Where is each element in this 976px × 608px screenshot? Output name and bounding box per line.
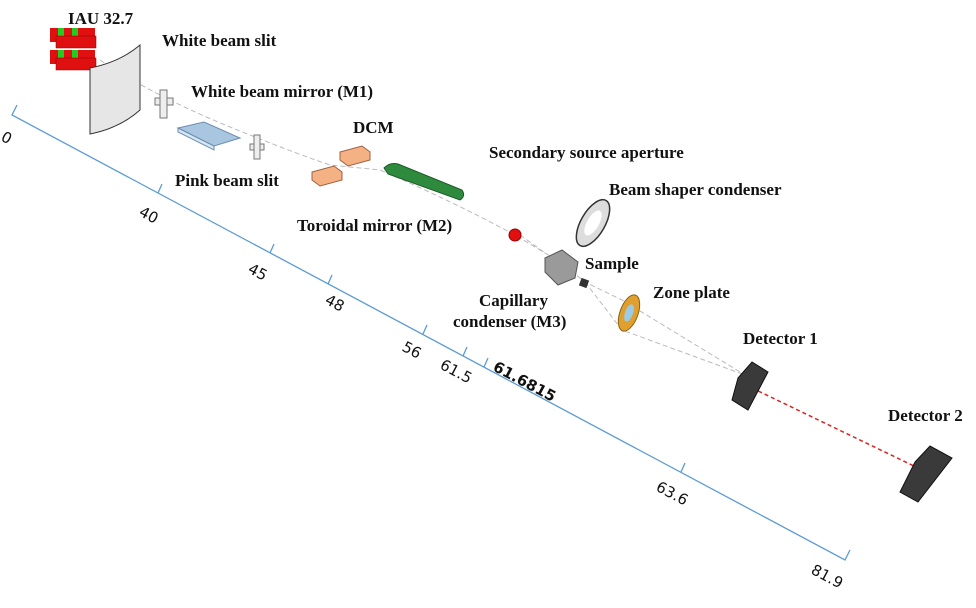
tick-label: 45 — [245, 260, 270, 285]
pink-beam-slit-cross — [249, 134, 265, 160]
tick-label: 56 — [399, 338, 424, 363]
pink-plate-edge — [177, 127, 215, 151]
distance-axis — [11, 104, 851, 561]
detector-2 — [899, 445, 953, 503]
label-white-beam-slit: White beam slit — [162, 31, 277, 50]
label-white-beam-mirror: White beam mirror (M1) — [191, 82, 373, 101]
label-detector-2: Detector 2 — [888, 406, 963, 425]
white-beam-slit — [89, 43, 141, 135]
tick-label-highlight: 61.6815 — [490, 358, 559, 406]
beam-shaper-condenser — [575, 198, 611, 248]
detector-1 — [731, 361, 769, 411]
secondary-source-aperture — [508, 228, 522, 242]
label-beam-shaper-condenser: Beam shaper condenser — [609, 180, 782, 199]
tick-label: 40 — [136, 203, 161, 228]
tick-label: 48 — [322, 291, 347, 316]
detector-beam — [751, 387, 919, 469]
undulator-iau — [50, 28, 97, 71]
tick-label: 81.9 — [808, 561, 846, 593]
tick-label: 63.6 — [653, 478, 691, 510]
dcm-crystals — [311, 145, 371, 187]
sample — [578, 277, 590, 289]
label-dcm: DCM — [353, 118, 394, 137]
label-toroidal-mirror: Toroidal mirror (M2) — [297, 216, 452, 235]
label-capillary-condenser-1: Capillary — [479, 291, 548, 310]
tick-label: 61.5 — [437, 356, 475, 388]
white-beam-mirror-cross — [154, 89, 174, 119]
label-iau: IAU 32.7 — [68, 9, 134, 28]
label-zone-plate: Zone plate — [653, 283, 730, 302]
label-capillary-condenser-2: condenser (M3) — [453, 312, 566, 331]
zone-plate — [617, 294, 641, 332]
toroidal-mirror — [383, 163, 465, 201]
tick-label: 0 — [0, 128, 15, 148]
label-secondary-source-aperture: Secondary source aperture — [489, 143, 684, 162]
label-pink-beam-slit: Pink beam slit — [175, 171, 279, 190]
label-detector-1: Detector 1 — [743, 329, 818, 348]
label-sample: Sample — [585, 254, 639, 273]
capillary-condenser — [544, 249, 579, 286]
